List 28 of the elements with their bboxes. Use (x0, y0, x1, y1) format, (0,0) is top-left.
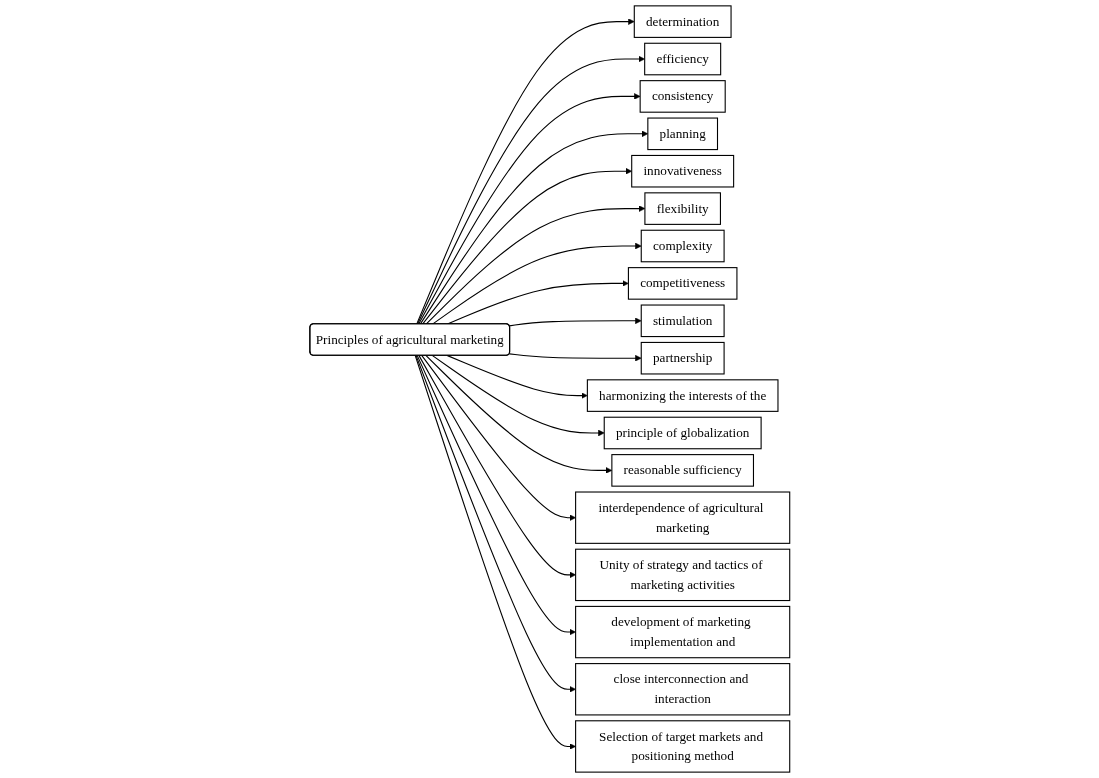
node-box: complexity (640, 229, 725, 263)
node-box: close interconnection and interaction (574, 663, 790, 716)
node-box: partnership (640, 341, 725, 375)
arrow (425, 205, 645, 325)
node-box: stimulation (640, 304, 725, 338)
arrow (421, 168, 632, 325)
node-box: Selection of target markets and positioning method (574, 720, 790, 773)
node-box: Unity of strategy and tactics of marketing activities (574, 548, 790, 602)
node-box: consistency (639, 80, 726, 113)
node-box: determination (633, 5, 732, 38)
arrow (425, 355, 612, 474)
node-box: interdependence of agricultural marketing (574, 491, 790, 544)
node-box: efficiency (643, 42, 721, 76)
node-box: flexibility (644, 192, 721, 225)
node-box: principle of globalization (603, 416, 762, 450)
arrow (417, 93, 641, 325)
arrow (419, 130, 648, 325)
node-box: competitiveness (627, 267, 738, 300)
node-box: innovativeness (630, 154, 734, 188)
arrow (418, 355, 576, 579)
arrow (416, 55, 645, 325)
arrow (421, 355, 576, 521)
node-box: harmonizing the interests of the (586, 379, 779, 412)
arrow (416, 355, 576, 636)
node-box: reasonable sufficiency (611, 454, 754, 487)
node-box: development of marketing implementation and (574, 605, 790, 659)
arrow (446, 355, 588, 399)
node-box: planning (647, 117, 718, 151)
